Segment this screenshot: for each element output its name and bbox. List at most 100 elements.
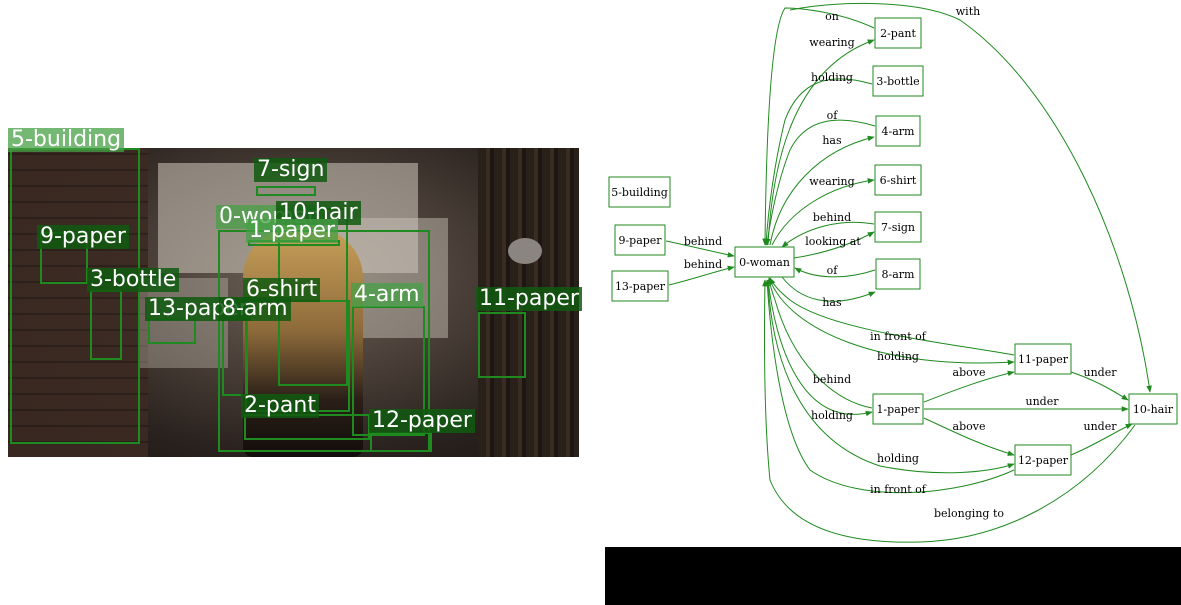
node-box [872,65,924,97]
node-label: 13-paper [615,280,666,293]
graph-edge: holding [769,279,1015,366]
node-box [608,176,671,208]
detection-label: 2-pant [241,394,319,418]
edge-line [781,276,876,302]
edge-label: has [822,296,842,309]
node-box [1014,444,1072,476]
graph-edge: holding [767,281,1015,474]
edge-label: above [953,366,986,379]
edge-line [769,135,875,246]
node-label: 0-woman [739,256,790,269]
edge-line [781,221,875,248]
edge-label: behind [813,373,851,386]
edge-label: wearing [809,175,854,188]
brick-wall [8,148,148,457]
graph-node: 6-shirt [874,164,922,196]
graph-edge: with [789,2,1152,393]
edge-line [769,277,1015,356]
edge-label: wearing [809,36,854,49]
node-box [875,258,921,290]
edge-line [793,231,875,259]
graph-edge: in front of [769,277,1015,356]
detection-label: 1-paper [246,219,338,243]
graph-edge: wearing [771,175,875,246]
edge-label: holding [811,71,853,84]
woman-figure [243,228,363,457]
detection-label: 9-paper [37,225,129,249]
graph-node: 0-woman [734,246,795,278]
node-label: 12-paper [1018,454,1069,467]
graph-edge: in front of [764,279,1015,496]
edge-label: with [956,5,980,18]
graph-node: 5-building [608,176,671,208]
graph-edge: on [762,7,875,246]
node-box [734,246,795,278]
graph-edge: looking at [793,231,875,259]
edge-label: in front of [870,330,927,343]
detection-label: 7-sign [254,158,328,182]
black-bar [605,547,1181,605]
node-label: 4-arm [882,125,916,138]
graph-edge: behind [781,211,875,248]
node-box [614,224,666,256]
edge-label: in front of [870,483,927,496]
node-box [611,270,669,302]
node-box [872,393,924,425]
edge-line [789,2,1152,393]
bounding-box [352,306,425,436]
graph-node: 2-pant [874,17,922,49]
node-label: 7-sign [881,221,915,234]
edge-label: on [825,10,839,23]
edge-label: of [827,109,839,122]
edge-line [665,240,735,258]
edge-line [1070,371,1129,401]
graph-node: 1-paper [872,393,924,425]
graph-edge: holding [763,71,873,246]
node-box [875,115,921,147]
graph-edge: above [923,417,1015,456]
bounding-box [256,186,316,196]
edge-label: under [1026,395,1060,408]
node-box [1014,343,1072,375]
edge-label: holding [877,350,919,363]
edge-label: behind [684,258,722,271]
node-box [874,17,922,49]
edge-line [767,279,873,417]
edge-line [767,277,873,409]
node-box [874,164,922,196]
node-label: 1-paper [876,403,920,416]
node-label: 3-bottle [876,75,919,88]
graph-edge: under [1070,366,1129,401]
edge-line [767,281,1015,474]
edge-line [668,265,735,286]
graph-edge: under [924,395,1129,412]
edge-label: has [822,134,842,147]
node-label: 10-hair [1133,403,1174,416]
graph-edge: has [781,276,876,309]
graph-edge: has [769,134,875,246]
edge-line [764,119,876,246]
node-label: 8-arm [882,268,916,281]
edge-line [762,279,1136,543]
graph-node: 3-bottle [872,65,924,97]
detection-label: 5-building [8,128,125,152]
edge-line [769,279,1015,366]
node-box [874,211,922,243]
edge-line [1070,423,1133,456]
graph-node: 9-paper [614,224,666,256]
detection-label: 3-bottle [87,268,180,292]
node-label: 9-paper [618,234,662,247]
graph-edge: of [794,264,876,278]
desk-lamp [508,238,542,264]
graph-node: 12-paper [1014,444,1072,476]
graph-edge: of [764,109,876,246]
edge-line [763,78,873,246]
edge-label: looking at [805,235,861,248]
graph-node: 4-arm [875,115,921,147]
graph-edge: holding [767,279,873,422]
edge-line [771,178,875,246]
node-label: 2-pant [880,27,916,40]
detection-label: 12-paper [369,409,475,433]
graph-node: 11-paper [1014,343,1072,375]
